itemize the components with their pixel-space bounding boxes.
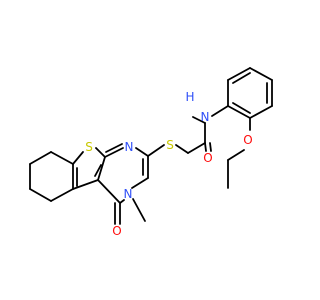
bond bbox=[132, 198, 146, 222]
bond bbox=[131, 177, 149, 189]
bond bbox=[147, 144, 165, 157]
atom-label-nitrogen: N bbox=[201, 110, 210, 124]
bond bbox=[29, 151, 52, 165]
bond bbox=[135, 147, 149, 157]
bond bbox=[72, 151, 84, 165]
bond bbox=[72, 179, 99, 190]
bond-double bbox=[94, 164, 102, 177]
atom-label-oxygen: O bbox=[112, 224, 121, 238]
bond-double bbox=[209, 142, 212, 152]
bond bbox=[227, 149, 245, 161]
bond bbox=[204, 142, 207, 152]
bonds bbox=[29, 67, 273, 225]
atom-label-nitrogen: N bbox=[125, 140, 134, 154]
bond bbox=[97, 179, 121, 204]
bond-double bbox=[232, 72, 251, 84]
bond bbox=[227, 105, 251, 119]
bond-double bbox=[105, 143, 123, 153]
bond bbox=[29, 188, 52, 202]
atom-label-oxygen: O bbox=[203, 151, 212, 165]
bond bbox=[192, 116, 206, 124]
atom-label-sulfur: S bbox=[166, 138, 174, 152]
atom-label-sulfur: S bbox=[85, 140, 93, 154]
bond bbox=[104, 147, 124, 158]
bond bbox=[95, 147, 106, 158]
bond bbox=[50, 188, 74, 202]
bond-double bbox=[232, 102, 251, 114]
bond bbox=[175, 144, 189, 154]
atom-label-nitrogen: N bbox=[124, 187, 133, 201]
atom-label-oxygen: O bbox=[243, 133, 252, 147]
bond bbox=[249, 67, 273, 81]
bond bbox=[227, 67, 251, 81]
bond bbox=[187, 142, 206, 154]
atom-labels: S N N S O O N H O bbox=[85, 90, 253, 238]
atom-label-hydrogen: H bbox=[185, 90, 194, 104]
molecule-structure-diagram: S N N S O O N H O bbox=[29, 67, 273, 238]
bond bbox=[249, 105, 273, 119]
bond bbox=[211, 105, 229, 117]
bond bbox=[50, 151, 74, 165]
bond bbox=[97, 156, 106, 181]
